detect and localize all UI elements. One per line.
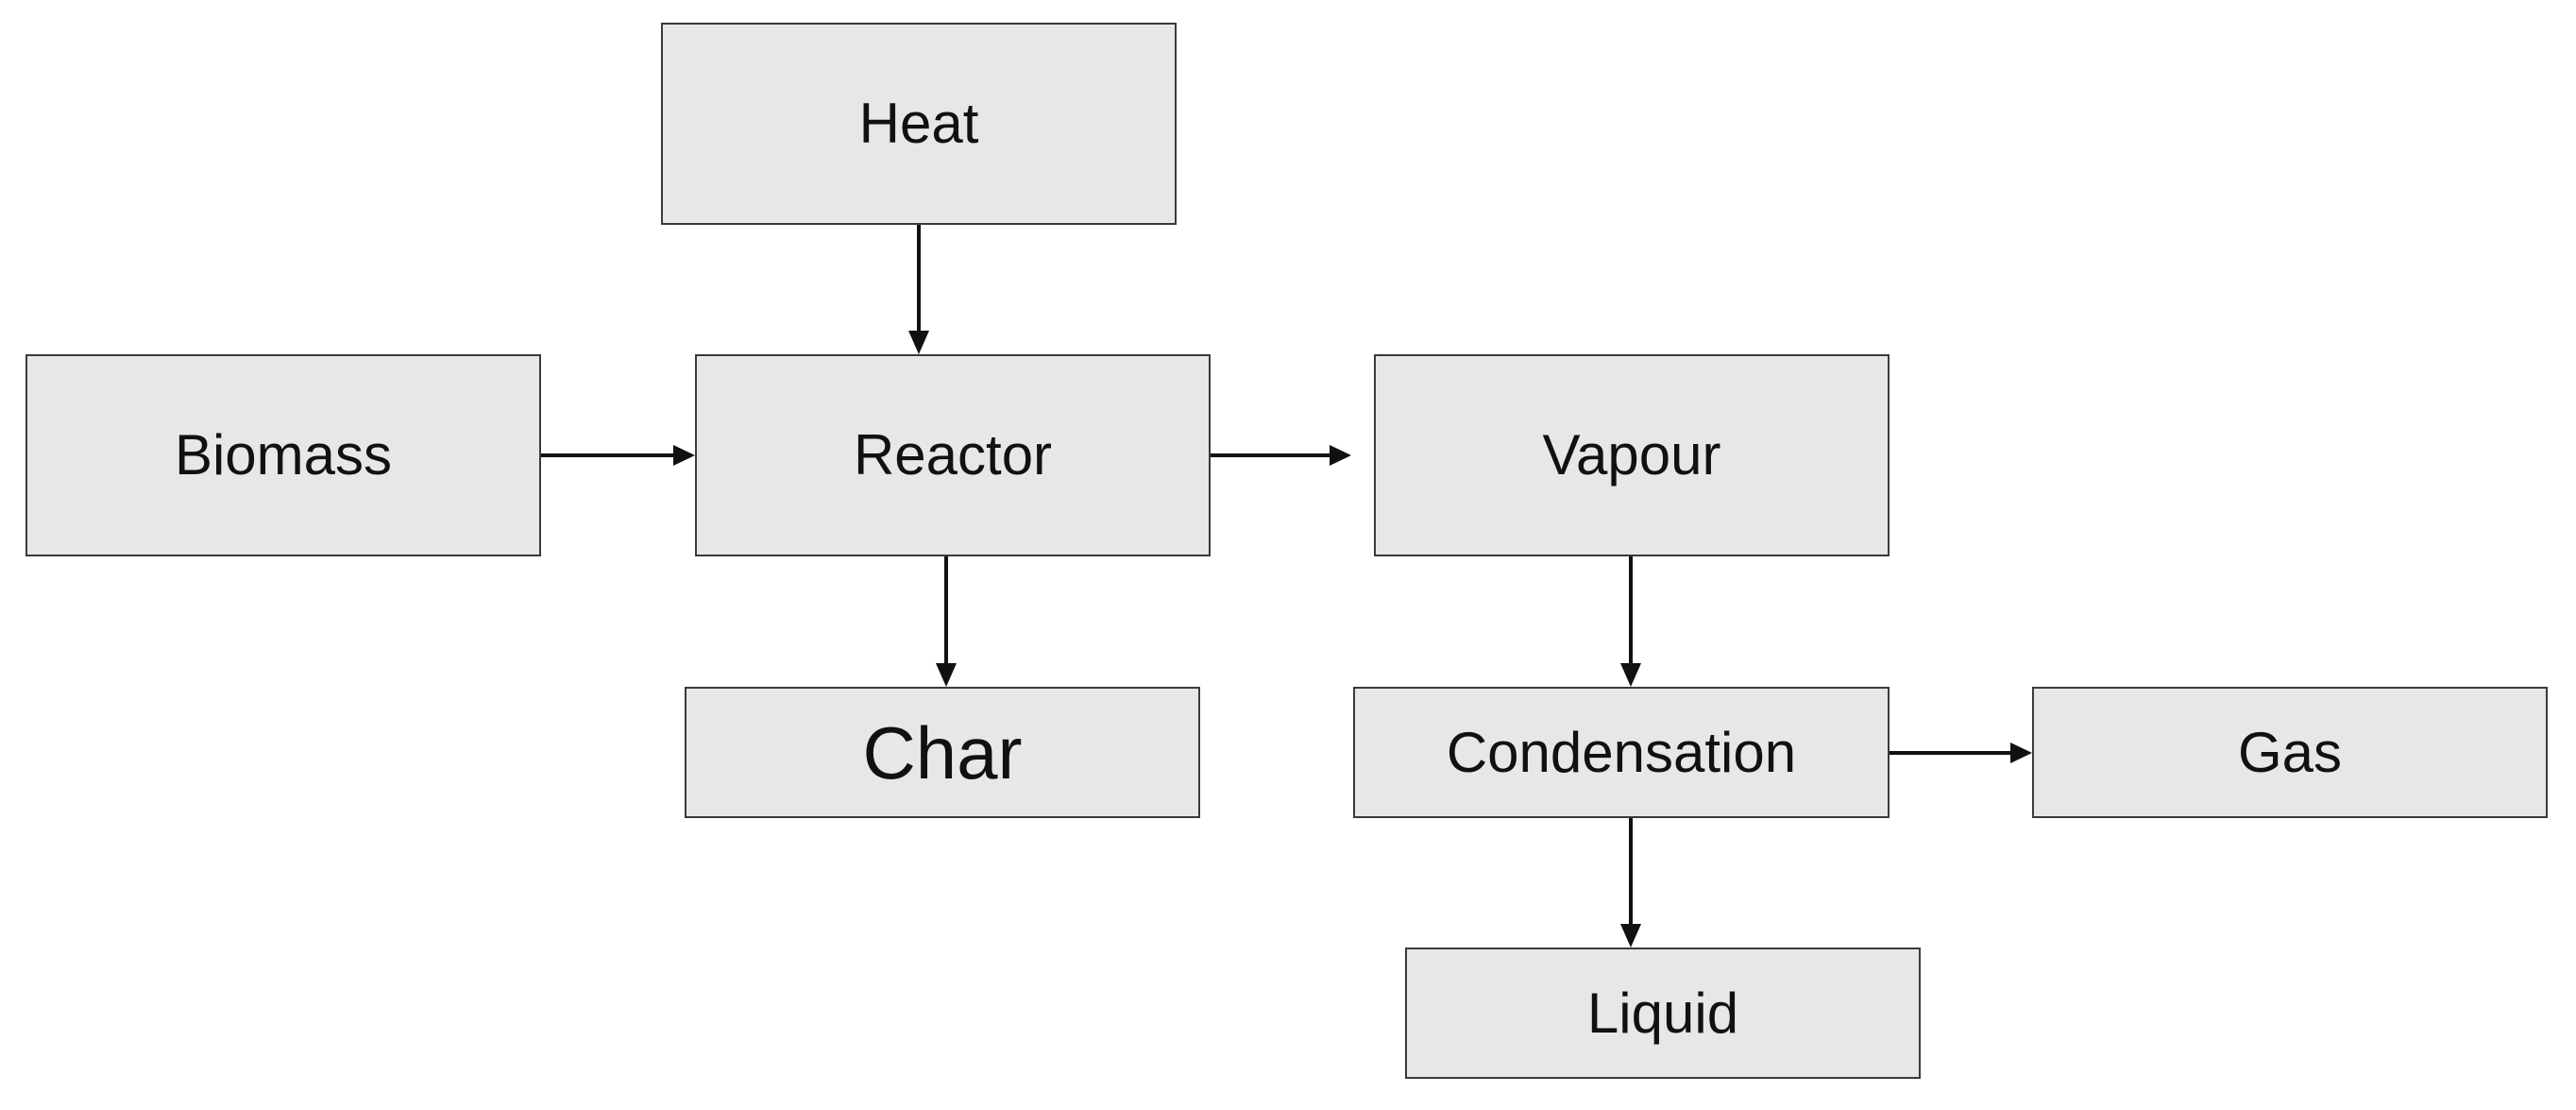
heat-label: Heat (858, 92, 979, 155)
char-box: Char (685, 687, 1200, 818)
arrow-condensation-to-liquid (1620, 818, 1641, 948)
arrow-vapour-to-condensation (1620, 556, 1641, 687)
condensation-label: Condensation (1446, 720, 1797, 784)
char-label: Char (862, 710, 1023, 794)
vapour-label: Vapour (1542, 423, 1721, 487)
arrow-condensation-to-gas (1890, 743, 2032, 763)
vapour-box: Vapour (1374, 354, 1890, 556)
arrow-heat-to-reactor (908, 225, 929, 354)
biomass-label: Biomass (174, 423, 393, 487)
reactor-label: Reactor (853, 423, 1053, 487)
liquid-box: Liquid (1405, 948, 1921, 1079)
gas-label: Gas (2237, 720, 2343, 784)
arrow-biomass-to-reactor (541, 445, 695, 466)
gas-box: Gas (2032, 687, 2548, 818)
reactor-box: Reactor (695, 354, 1211, 556)
biomass-box: Biomass (25, 354, 541, 556)
heat-box: Heat (661, 23, 1177, 225)
arrow-reactor-to-vapour (1211, 445, 1351, 466)
condensation-box: Condensation (1353, 687, 1890, 818)
arrow-reactor-to-char (936, 556, 957, 687)
liquid-label: Liquid (1586, 981, 1739, 1045)
